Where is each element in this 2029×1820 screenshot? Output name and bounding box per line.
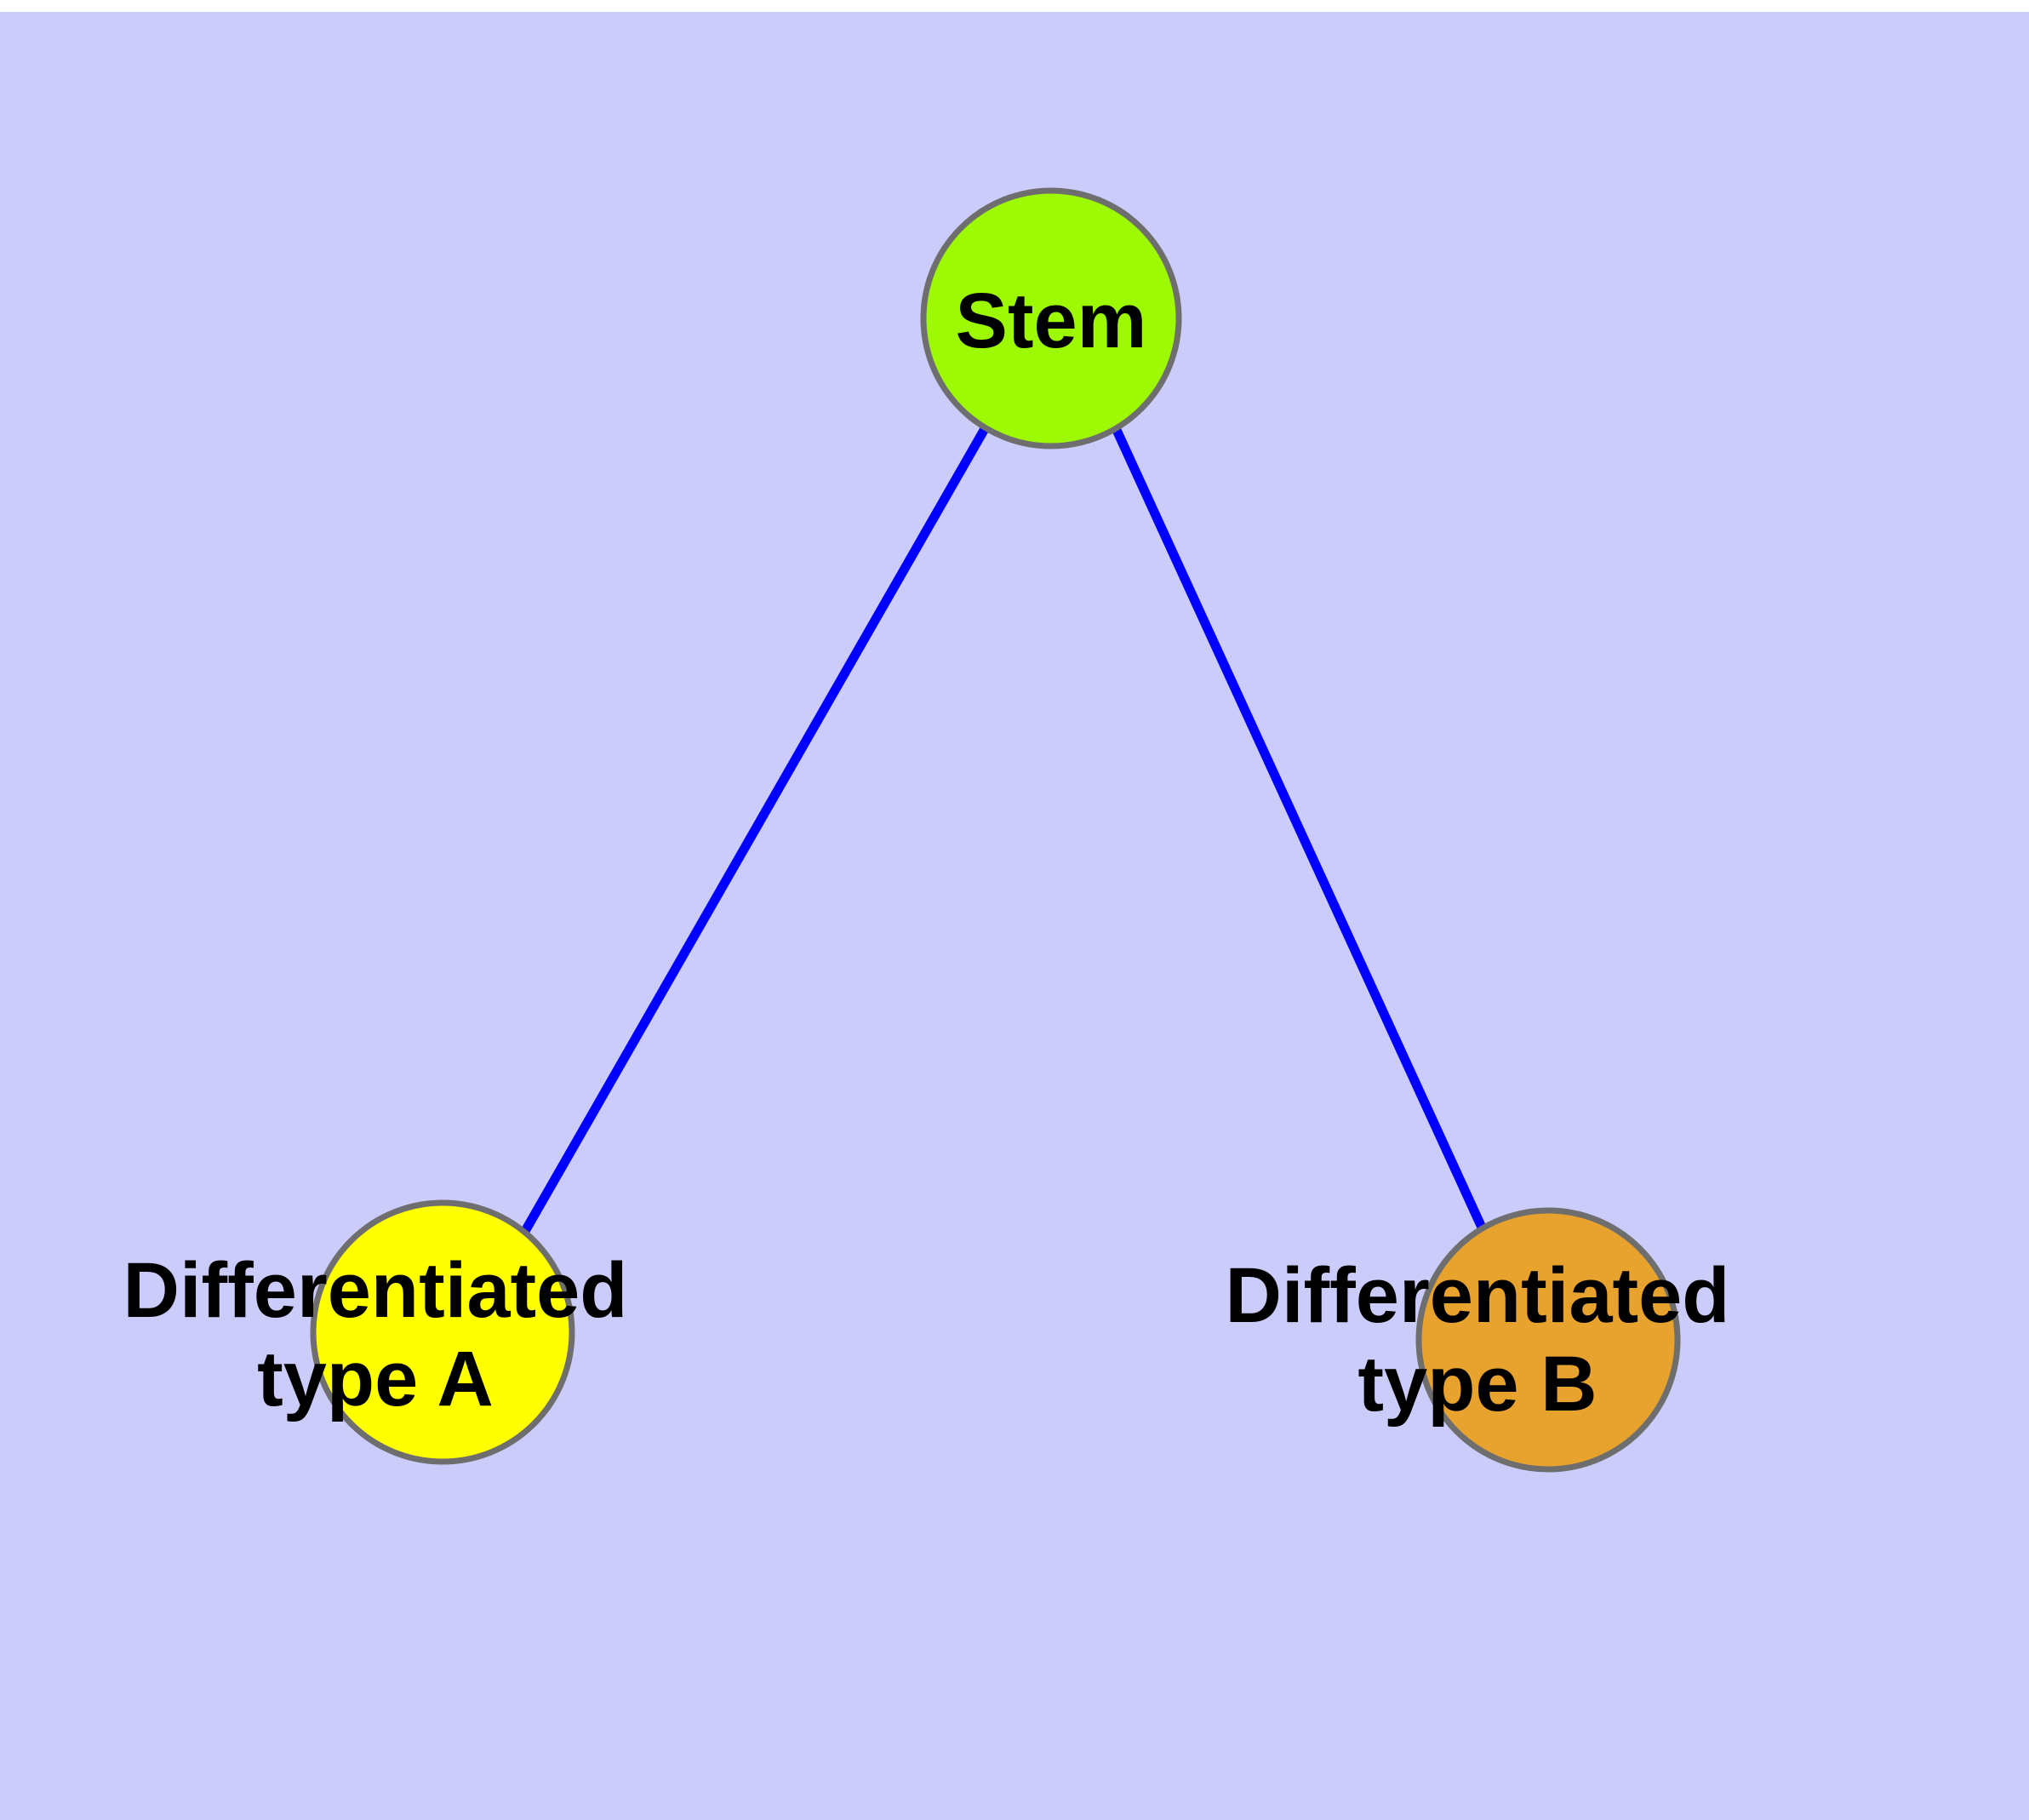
node-layer <box>310 187 1681 1473</box>
edge-layer <box>520 425 1488 1235</box>
edge-stem-to-diff-a <box>520 425 990 1235</box>
label-line: Differentiated <box>1226 1252 1730 1339</box>
edge-stem-to-diff-b <box>1111 426 1488 1232</box>
node-stem[interactable] <box>920 187 1182 449</box>
label-line: Stem <box>956 278 1147 364</box>
label-line: Differentiated <box>123 1247 628 1334</box>
node-label-stem: Stem <box>956 278 1147 364</box>
label-line: type A <box>257 1336 494 1422</box>
node-differentiated-type-b[interactable] <box>1415 1207 1681 1473</box>
label-line: type B <box>1357 1341 1597 1428</box>
node-differentiated-type-a[interactable] <box>310 1199 575 1465</box>
